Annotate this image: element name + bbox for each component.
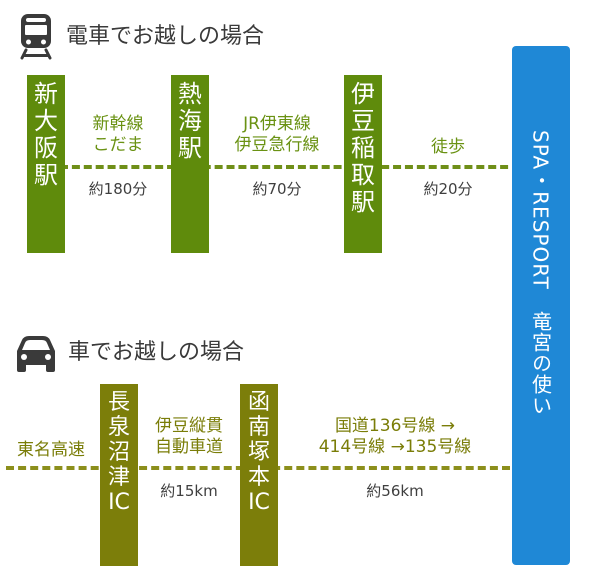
segment-2-time: 約70分: [252, 180, 302, 198]
train-route-line: [60, 165, 520, 169]
train-icon: [18, 12, 54, 60]
station-atami: 熱海駅: [171, 75, 209, 253]
destination-box: SPA・RESPORT 竜宮の使い: [512, 46, 570, 565]
segment-1-route: 新幹線 こだま: [92, 114, 144, 155]
car-segment-1-time: 約15km: [160, 482, 218, 500]
station-shin-osaka: 新大阪駅: [27, 75, 65, 253]
segment-2-route: JR伊東線 伊豆急行線: [234, 114, 320, 155]
car-segment-2-time: 約56km: [366, 482, 424, 500]
car-segment-2-route: 国道136号線 → 414号線 →135号線: [318, 416, 472, 457]
segment-3-route: 徒歩: [431, 137, 465, 157]
destination-name: SPA・RESPORT 竜宮の使い: [528, 130, 553, 416]
station-izu-inatori: 伊豆稲取駅: [344, 75, 382, 253]
segment-3-time: 約20分: [423, 180, 473, 198]
car-icon: [12, 334, 60, 374]
car-segment-1-route: 伊豆縦貫 自動車道: [155, 416, 223, 457]
train-heading: 電車でお越しの場合: [66, 24, 265, 49]
segment-1-time: 約180分: [88, 180, 148, 198]
tomei-expressway-label: 東名高速: [17, 440, 85, 460]
car-heading: 車でお越しの場合: [68, 340, 245, 365]
